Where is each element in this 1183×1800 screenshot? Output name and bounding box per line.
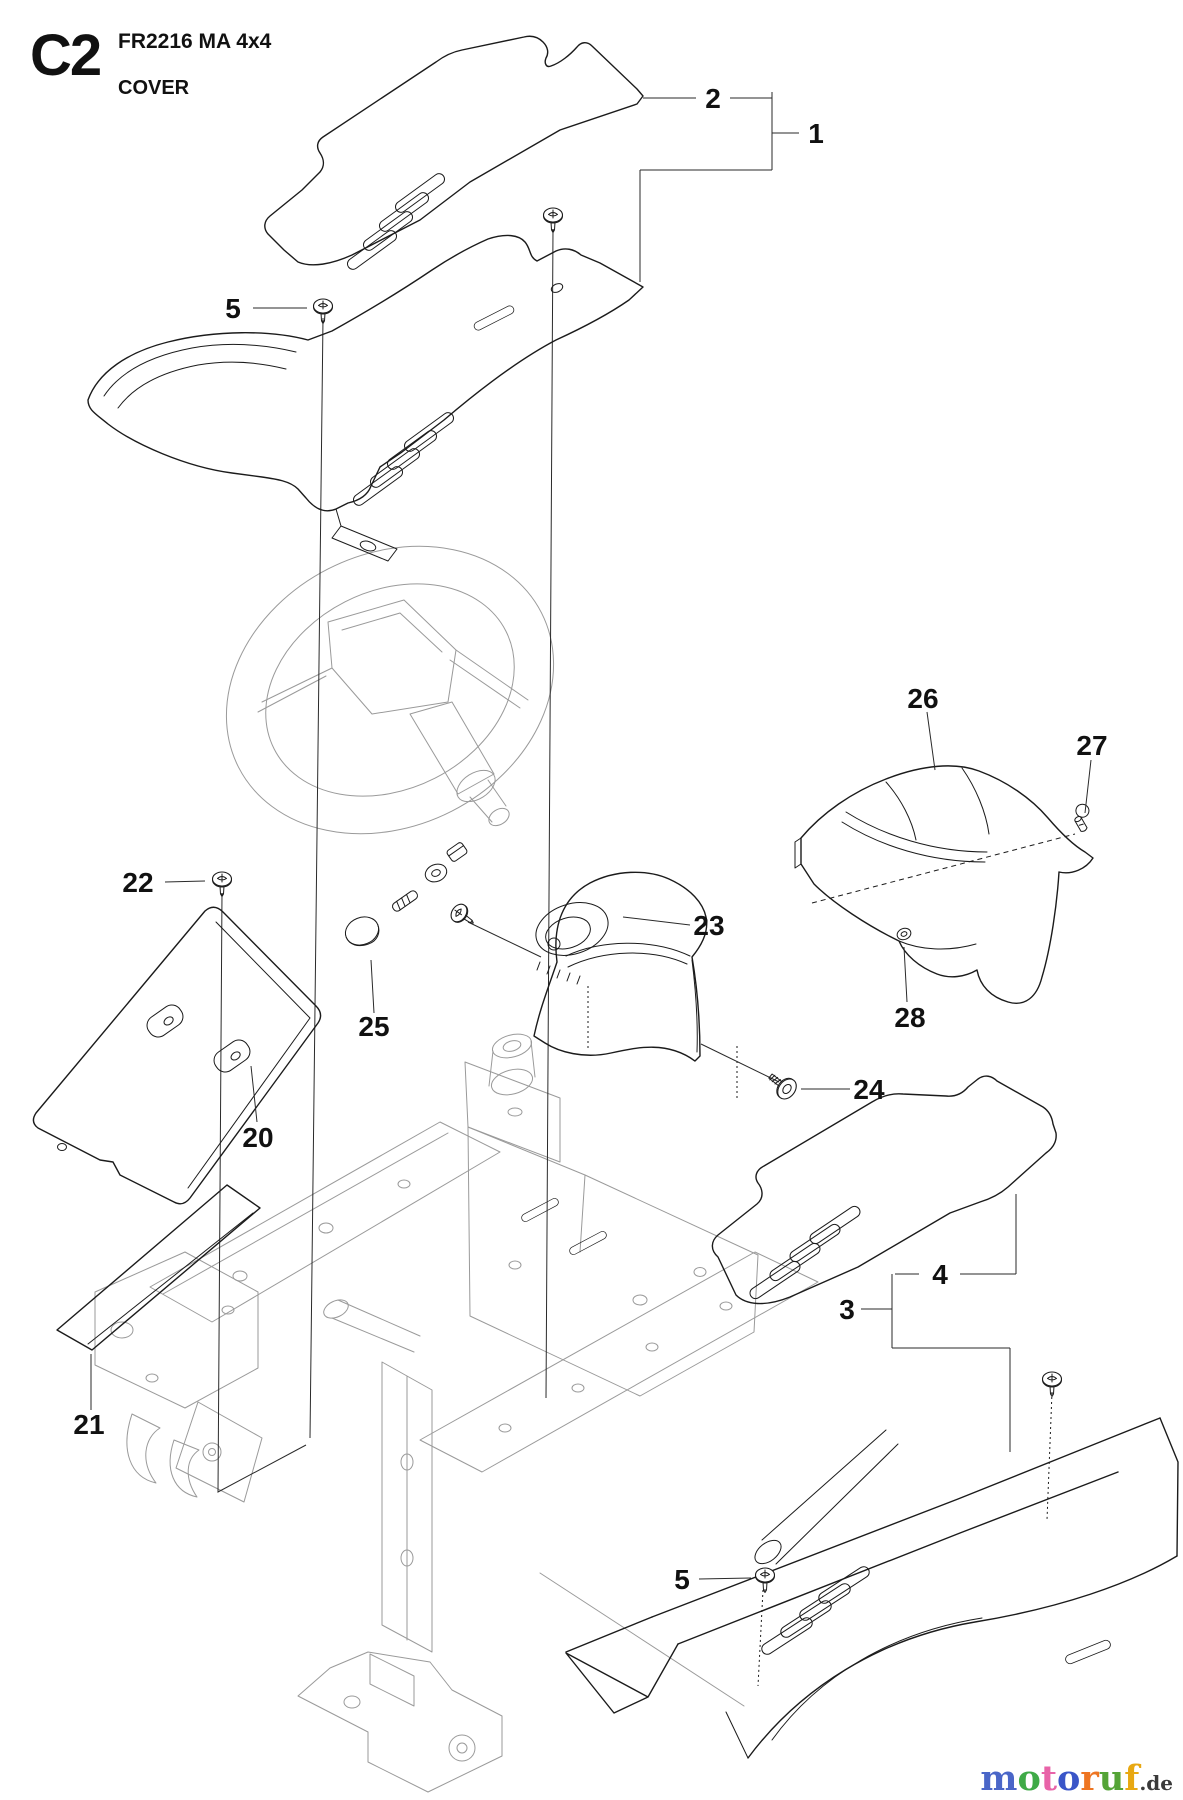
nut <box>446 842 468 862</box>
logo-letter: t <box>1040 1758 1057 1799</box>
callout-21: 21 <box>73 1409 104 1440</box>
cap-25 <box>344 916 380 947</box>
part-23-console <box>533 871 738 1098</box>
screw-24-icon <box>763 1066 801 1104</box>
diagram-header: FR2216 MA 4x4 COVER <box>118 30 271 99</box>
part-3-bottom-cover <box>565 1417 1179 1759</box>
screw-5-top-icon <box>542 207 564 234</box>
chassis-frame <box>94 1033 819 1793</box>
logo-suffix: .de <box>1139 1771 1173 1795</box>
logo-letter: f <box>1124 1758 1140 1799</box>
logo-letter: m <box>980 1758 1018 1799</box>
logo-letter: r <box>1080 1758 1099 1799</box>
logo-letter: o <box>1057 1758 1081 1799</box>
callout-20: 20 <box>242 1122 273 1153</box>
callout-1: 1 <box>808 118 824 149</box>
stud <box>392 890 418 912</box>
steering-hardware <box>344 842 468 947</box>
steering-wheel <box>225 545 555 835</box>
washer <box>424 863 448 883</box>
callout-3: 3 <box>839 1294 855 1325</box>
part-1-main-cover <box>87 234 644 562</box>
logo-letter: u <box>1098 1758 1125 1799</box>
pin-27 <box>1074 803 1090 832</box>
callout-5-bottom: 5 <box>674 1564 690 1595</box>
part-2-top-cover <box>264 35 644 272</box>
callout-27: 27 <box>1076 730 1107 761</box>
screw-22-icon <box>211 871 233 898</box>
part-4-vent-panel <box>711 1075 1057 1305</box>
section-code: C2 <box>30 23 102 88</box>
callout-25: 25 <box>358 1011 389 1042</box>
callout-22: 22 <box>122 867 153 898</box>
part-20-side-panel <box>32 906 322 1205</box>
screw-5-bottom-icon <box>754 1567 776 1594</box>
callout-2: 2 <box>705 83 721 114</box>
callout-5-left: 5 <box>225 293 241 324</box>
screw-guide-lines <box>217 228 554 1493</box>
model-name: FR2216 MA 4x4 <box>118 30 272 53</box>
screw-console-icon <box>447 900 480 932</box>
callout-28: 28 <box>894 1002 925 1033</box>
part-26-cowl <box>794 765 1094 1004</box>
callout-26: 26 <box>907 683 938 714</box>
grommet-28 <box>896 927 912 941</box>
callout-23: 23 <box>693 910 724 941</box>
callout-4: 4 <box>932 1259 948 1290</box>
screw-dotted-lines <box>757 1391 1053 1687</box>
callout-24: 24 <box>853 1074 885 1105</box>
logo-letter: o <box>1017 1758 1041 1799</box>
part-21-strip <box>56 1184 261 1351</box>
callout-leader-lines <box>90 92 1092 1580</box>
page-title: COVER <box>118 77 190 100</box>
motoruf-logo: motoruf.de <box>980 1761 1173 1796</box>
